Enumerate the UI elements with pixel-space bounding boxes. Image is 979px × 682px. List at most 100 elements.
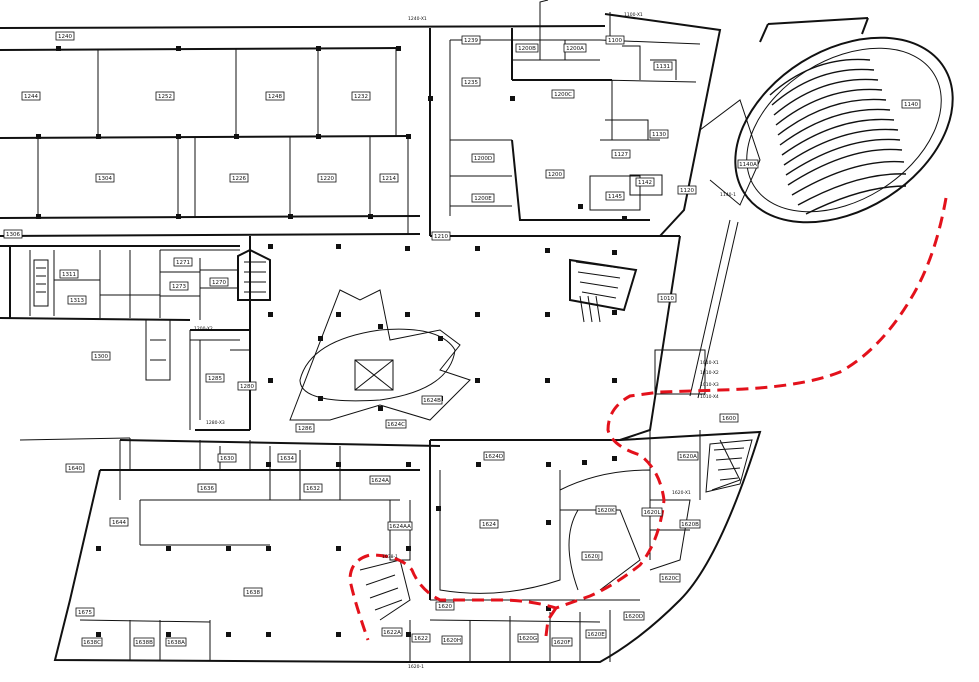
room-1252: 1252: [155, 91, 175, 101]
svg-text:1239: 1239: [464, 38, 478, 44]
svg-text:1200C: 1200C: [554, 92, 572, 98]
room-1620H: 1620H: [441, 635, 463, 645]
room-1620E: 1620E: [585, 629, 607, 639]
svg-text:1620C: 1620C: [661, 576, 679, 582]
room-1638B: 1638B: [133, 637, 155, 647]
south-wing-columns: [96, 456, 617, 637]
room-1624A: 1624A: [369, 475, 391, 485]
svg-text:1675: 1675: [78, 610, 92, 616]
room-1620D: 1620D: [623, 611, 645, 621]
room-1235: 1235: [461, 77, 481, 87]
room-1120: 1120: [677, 185, 697, 195]
room-1624AA: 1624AA: [387, 521, 413, 531]
room-1622A: 1622A: [381, 627, 403, 637]
svg-text:1273: 1273: [172, 284, 186, 290]
room-1624: 1624: [479, 519, 499, 529]
svg-text:1100: 1100: [608, 38, 622, 44]
svg-text:1200B: 1200B: [518, 46, 536, 52]
room-1638A: 1638A: [165, 637, 187, 647]
room-1273: 1273: [169, 281, 189, 291]
room-1200E: 1200E: [471, 193, 495, 203]
door-tag-1620-1: 1620-1: [408, 664, 424, 670]
svg-text:1620L: 1620L: [643, 510, 661, 516]
room-1239: 1239: [461, 35, 481, 45]
room-1232: 1232: [351, 91, 371, 101]
svg-text:1620: 1620: [438, 604, 452, 610]
room-1313: 1313: [67, 295, 87, 305]
room-1624B: 1624B: [421, 395, 443, 405]
svg-text:1140A: 1140A: [739, 162, 757, 168]
route-branch: [544, 607, 558, 637]
room-1620K: 1620K: [595, 505, 617, 515]
room-1270: 1270: [209, 277, 229, 287]
room-1226: 1226: [229, 173, 249, 183]
room-1638C: 1638C: [81, 637, 103, 647]
svg-text:1638C: 1638C: [83, 640, 101, 646]
svg-text:1131: 1131: [656, 64, 670, 70]
svg-text:1630: 1630: [220, 456, 234, 462]
svg-text:1226: 1226: [232, 176, 246, 182]
svg-text:1313: 1313: [70, 298, 84, 304]
room-1142: 1142: [635, 177, 655, 187]
room-1248: 1248: [265, 91, 285, 101]
room-1620A: 1620A: [677, 451, 699, 461]
room-1620G: 1620G: [517, 633, 539, 643]
svg-text:1624D: 1624D: [485, 454, 503, 460]
svg-text:1311: 1311: [62, 272, 76, 278]
svg-text:1620H: 1620H: [443, 638, 461, 644]
atrium-columns: [268, 244, 617, 411]
svg-text:1300: 1300: [94, 354, 108, 360]
svg-text:1624AA: 1624AA: [389, 524, 411, 530]
room-1620L: 1620L: [641, 507, 663, 517]
room-1620C: 1620C: [659, 573, 681, 583]
svg-text:1248: 1248: [268, 94, 282, 100]
room-1620J: 1620J: [581, 551, 603, 561]
route-path: [348, 197, 948, 641]
room-1638: 1638: [243, 587, 263, 597]
north-wing-columns: [36, 46, 627, 221]
room-1244: 1244: [21, 91, 41, 101]
svg-text:1620G: 1620G: [519, 636, 537, 642]
svg-text:1638: 1638: [246, 590, 260, 596]
svg-text:1127: 1127: [614, 152, 628, 158]
room-labels: 1240 1244 1252 1248 1232 1304 1226 1220 …: [3, 31, 921, 647]
svg-text:1285: 1285: [208, 376, 222, 382]
svg-text:1145: 1145: [608, 194, 622, 200]
room-1620F: 1620F: [551, 637, 573, 647]
door-tag-1100-x1: 1100-X1: [624, 12, 643, 18]
svg-text:1232: 1232: [354, 94, 368, 100]
svg-text:1624B: 1624B: [423, 398, 441, 404]
room-1620B: 1620B: [679, 519, 701, 529]
svg-text:1624C: 1624C: [387, 422, 405, 428]
south-wing-walls: [53, 439, 651, 663]
svg-text:1624A: 1624A: [371, 478, 389, 484]
svg-text:1306: 1306: [6, 232, 20, 238]
room-1622: 1622: [411, 633, 431, 643]
room-1311: 1311: [59, 269, 79, 279]
central-atrium-walls: [195, 219, 739, 441]
svg-text:1252: 1252: [158, 94, 172, 100]
door-tag-1140-1: 1140-1: [720, 192, 736, 198]
room-1286: 1286: [295, 423, 315, 433]
room-1280: 1280: [237, 381, 257, 391]
room-1220: 1220: [317, 173, 337, 183]
svg-text:1286: 1286: [298, 426, 312, 432]
svg-text:1620D: 1620D: [625, 614, 643, 620]
svg-text:1634: 1634: [280, 456, 294, 462]
svg-text:1140: 1140: [904, 102, 918, 108]
room-1624C: 1624C: [385, 419, 407, 429]
svg-text:1638B: 1638B: [135, 640, 153, 646]
door-tag-1010-x2: 1010-X2: [700, 370, 719, 376]
svg-text:1244: 1244: [24, 94, 38, 100]
room-1240: 1240: [55, 31, 75, 41]
door-tag-1240-x1: 1240-X1: [408, 16, 427, 22]
svg-text:1624: 1624: [482, 522, 496, 528]
north-wing-walls: [0, 0, 722, 237]
svg-text:1271: 1271: [176, 260, 190, 266]
door-tags: 1240-X1 1100-X1 1010-X1 1010-X2 1010-X3 …: [194, 12, 736, 670]
svg-text:1280: 1280: [240, 384, 254, 390]
svg-text:1142: 1142: [638, 180, 652, 186]
svg-text:1200D: 1200D: [474, 156, 492, 162]
room-1200D: 1200D: [471, 153, 495, 163]
